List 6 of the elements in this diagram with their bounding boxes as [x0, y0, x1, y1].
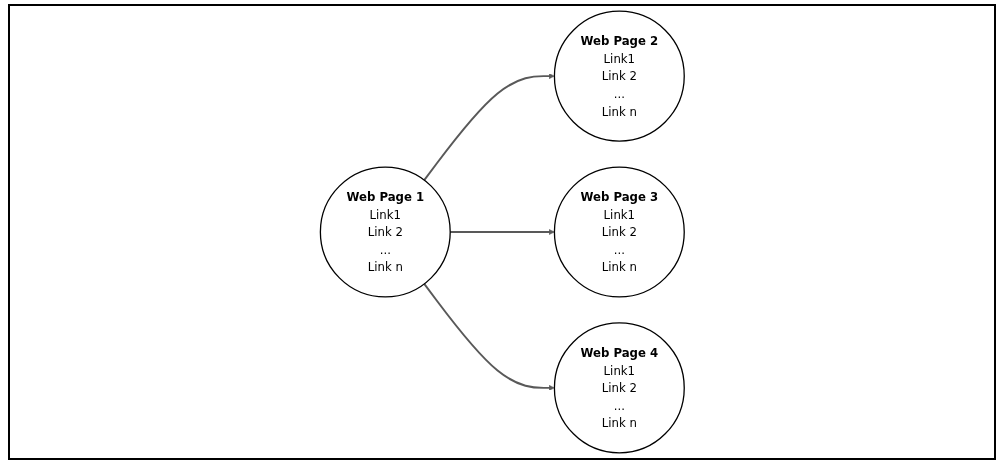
- arrow: [422, 282, 555, 391]
- node-circle: Web Page 3 Link1 Link 2 ... Link n: [553, 166, 685, 298]
- node-circle: Web Page 1 Link1 Link 2 ... Link n: [319, 166, 451, 298]
- arrow: [422, 73, 555, 182]
- node-circle: Web Page 2 Link1 Link 2 ... Link n: [553, 10, 685, 142]
- node-circle: Web Page 4 Link1 Link 2 ... Link n: [553, 322, 685, 454]
